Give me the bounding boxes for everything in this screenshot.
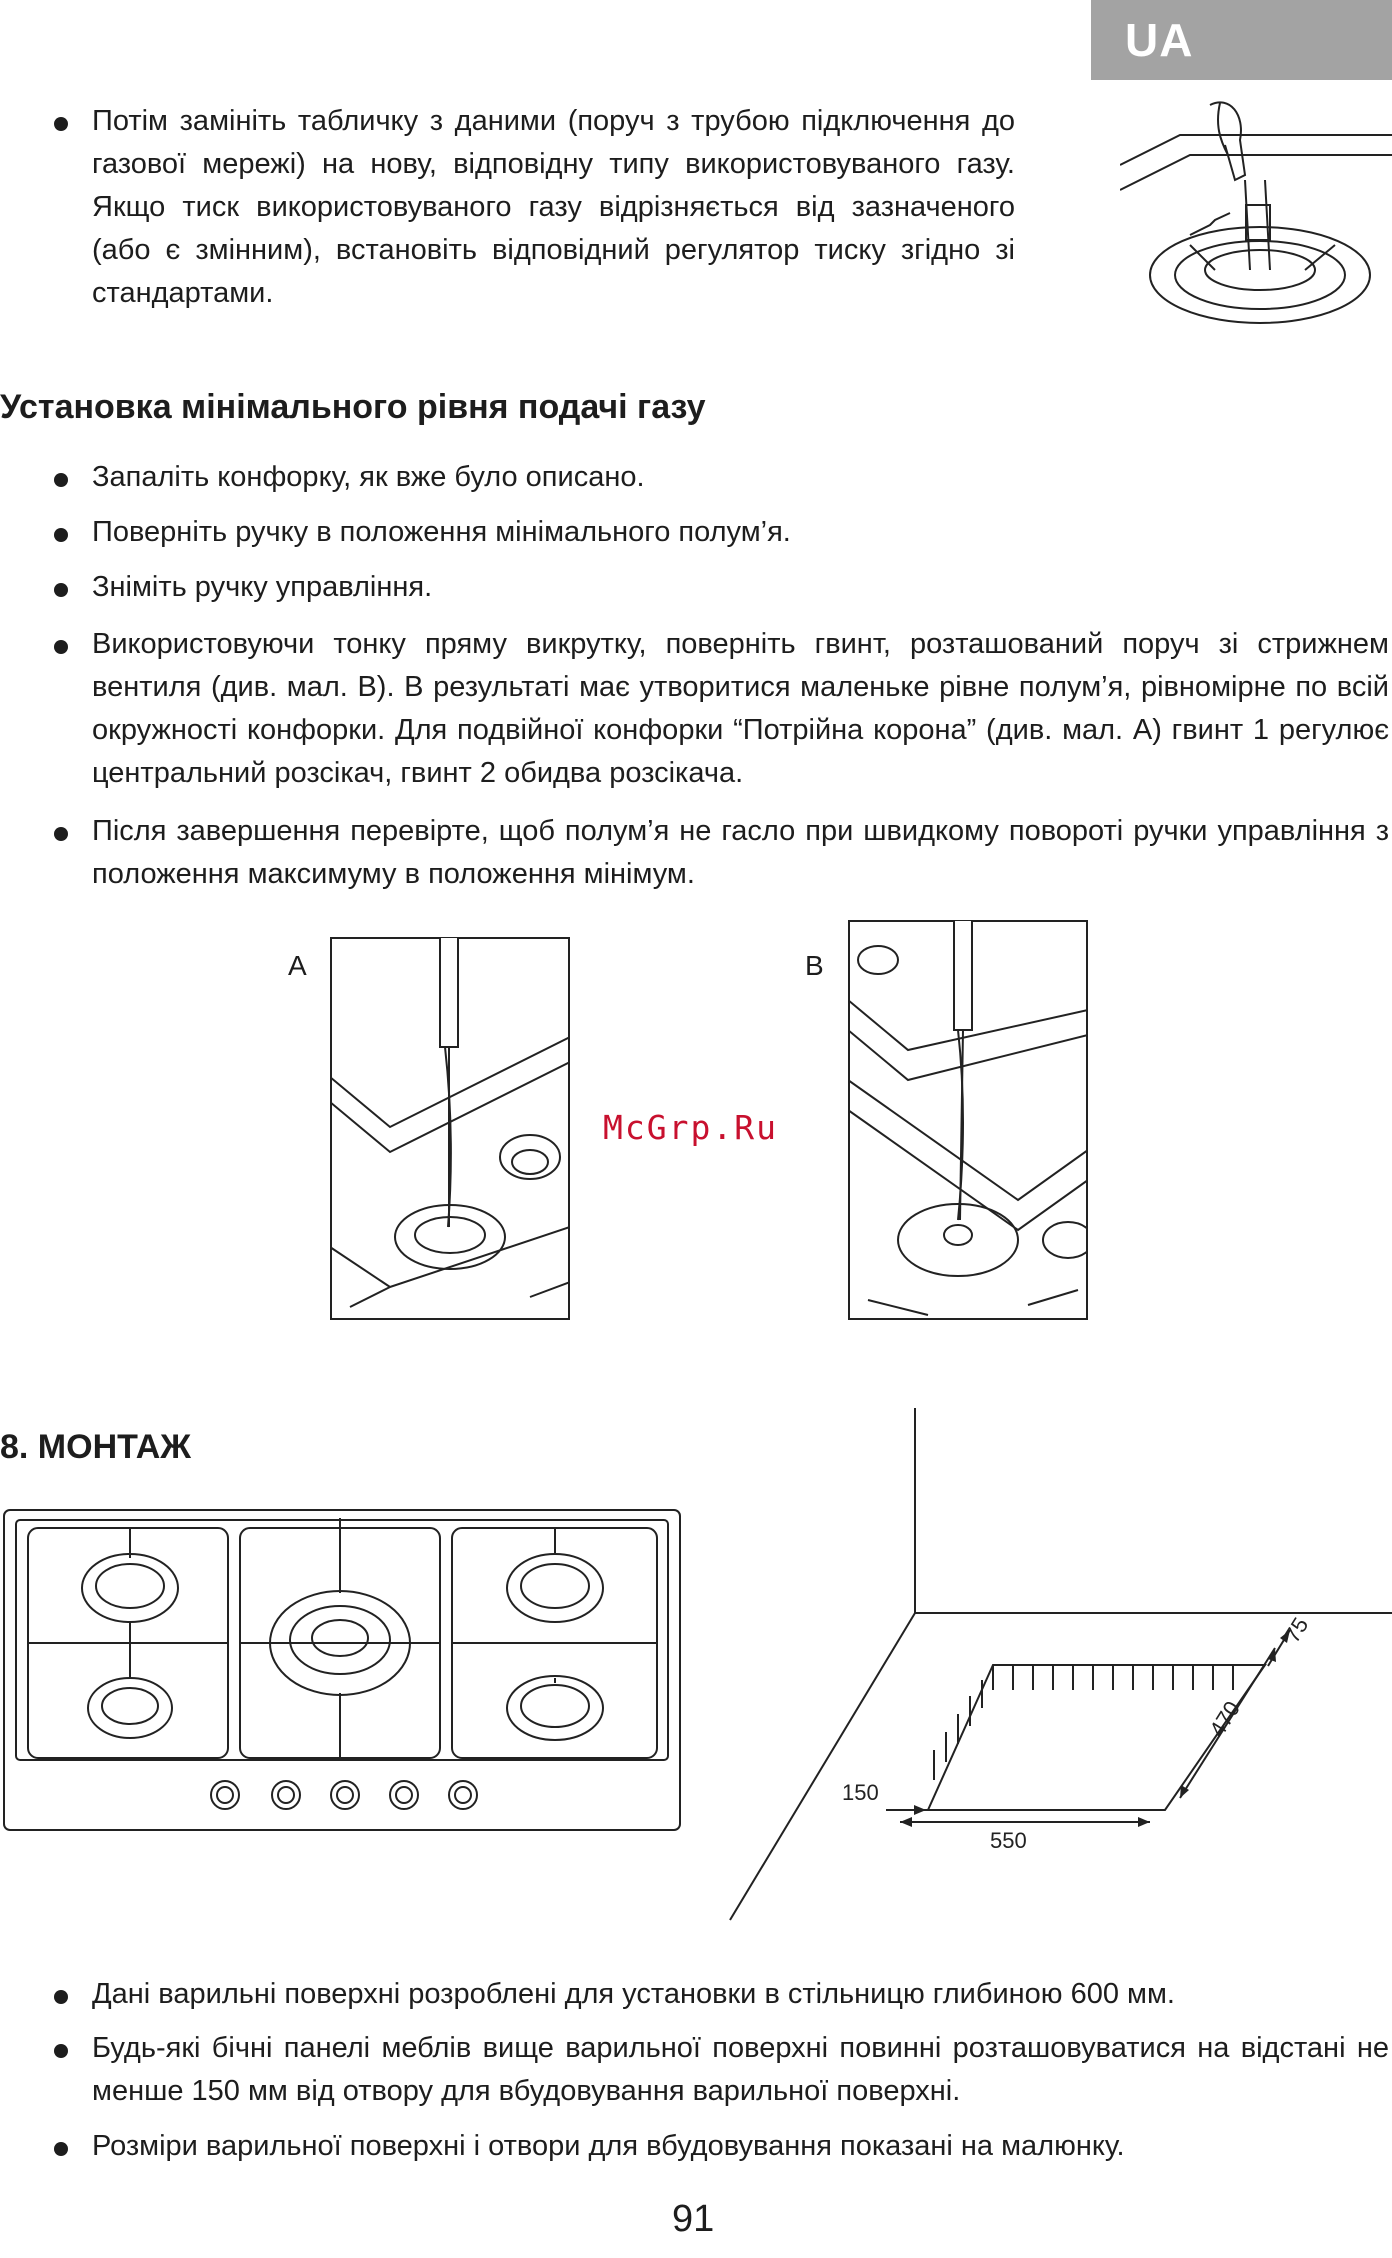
min-gas-bullet-text: Поверніть ручку в положення мінімального… — [92, 516, 791, 548]
bullet-dot — [54, 528, 68, 542]
min-gas-bullet-text: Зніміть ручку управління. — [92, 571, 433, 603]
dim-550-label: 550 — [990, 1828, 1027, 1853]
nozzle-replacement-illustration — [1120, 101, 1392, 324]
dim-150-label: 150 — [842, 1780, 879, 1805]
min-gas-bullet: Зніміть ручку управління. — [54, 566, 1382, 609]
section-title-min-gas: Установка мінімального рівня подачі газу — [0, 388, 706, 426]
min-gas-bullet: Після завершення перевірте, щоб полум’я … — [54, 810, 1389, 896]
figure-b-label: B — [805, 950, 824, 981]
min-gas-bullet-text: Після завершення перевірте, щоб полум’я … — [92, 815, 1389, 890]
language-badge: UA — [1091, 0, 1392, 80]
min-gas-bullet-text: Запаліть конфорку, як вже було описано. — [92, 461, 645, 493]
bullet-dot — [54, 117, 68, 131]
mount-bullet-text: Будь-які бічні панелі меблів вище вариль… — [92, 2032, 1389, 2107]
mount-bullet: Дані варильні поверхні розроблені для ус… — [54, 1973, 1389, 2016]
hob-top-view-illustration — [3, 1509, 681, 1831]
mount-bullet-text: Дані варильні поверхні розроблені для ус… — [92, 1978, 1175, 2010]
bullet-dot — [54, 473, 68, 487]
bullet-dot — [54, 640, 68, 654]
bullet-dot — [54, 583, 68, 597]
bullet-dot — [54, 1990, 68, 2004]
section-title-mounting: 8. МОНТАЖ — [0, 1428, 192, 1466]
figure-b-screwdriver-burner — [848, 920, 1088, 1320]
bullet-dot — [54, 2142, 68, 2156]
cutout-dimensions-diagram: 150 550 470 75 — [729, 1408, 1392, 1921]
mount-bullet: Розміри варильної поверхні і отвори для … — [54, 2125, 1389, 2168]
dim-75-label: 75 — [1279, 1613, 1313, 1647]
figure-a-label: A — [288, 950, 307, 981]
min-gas-bullet: Використовуючи тонку пряму викрутку, пов… — [54, 623, 1389, 795]
intro-bullet-text: Потім замініть табличку з даними (поруч … — [92, 105, 1015, 309]
figure-a-screwdriver-triple-crown — [330, 937, 570, 1320]
min-gas-bullet: Поверніть ручку в положення мінімального… — [54, 511, 1382, 554]
intro-bullet: Потім замініть табличку з даними (поруч … — [54, 100, 1015, 315]
watermark: McGrp.Ru — [603, 1108, 778, 1147]
page-number: 91 — [672, 2198, 715, 2240]
mount-bullet: Будь-які бічні панелі меблів вище вариль… — [54, 2027, 1389, 2113]
bullet-dot — [54, 2044, 68, 2058]
min-gas-bullet-text: Використовуючи тонку пряму викрутку, пов… — [92, 628, 1389, 789]
mount-bullet-text: Розміри варильної поверхні і отвори для … — [92, 2130, 1125, 2162]
bullet-dot — [54, 827, 68, 841]
min-gas-bullet: Запаліть конфорку, як вже було описано. — [54, 456, 1382, 499]
